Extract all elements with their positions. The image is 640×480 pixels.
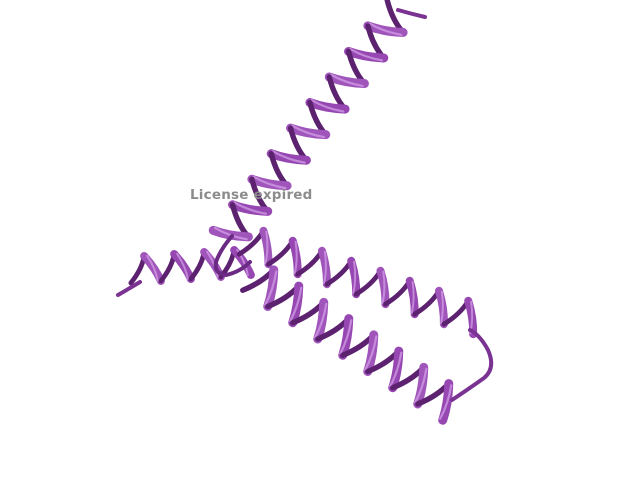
loop-right-turn xyxy=(450,328,494,402)
loop-top-terminus xyxy=(396,8,427,19)
helix-highlight xyxy=(389,351,403,388)
helix-back-strand xyxy=(295,248,325,277)
helix-highlight xyxy=(291,124,326,139)
helix-back-strand xyxy=(265,238,296,267)
helix-highlight xyxy=(352,260,357,295)
loop-junction xyxy=(213,234,252,278)
helix-highlight xyxy=(289,286,303,323)
helix-highlight xyxy=(410,280,415,315)
helix-back-strand xyxy=(158,251,177,284)
helix-highlight xyxy=(252,175,287,190)
loop-n-terminus xyxy=(116,280,142,297)
helix-back-strand xyxy=(382,278,413,307)
helix-3 xyxy=(236,226,478,339)
helix-highlight xyxy=(264,230,269,265)
helix-highlight xyxy=(349,47,384,62)
helix-4 xyxy=(240,265,454,425)
helix-highlight xyxy=(339,319,353,355)
helix-1 xyxy=(208,0,408,242)
helix-2 xyxy=(128,246,255,286)
helix-front-ribbon xyxy=(170,250,195,283)
helix-highlight xyxy=(310,99,345,113)
helix-back-strand xyxy=(412,288,442,317)
helix-front-ribbon xyxy=(140,252,165,285)
helix-highlight xyxy=(329,73,364,88)
helix-highlight xyxy=(364,335,378,371)
helix-highlight xyxy=(439,384,453,420)
helix-back-strand xyxy=(188,249,207,282)
helix-highlight xyxy=(314,302,328,339)
helix-highlight xyxy=(213,226,248,241)
helix-highlight xyxy=(368,22,403,36)
helix-highlight xyxy=(293,240,298,275)
helix-highlight xyxy=(176,252,189,281)
helix-highlight xyxy=(440,290,444,325)
helix-highlight xyxy=(381,270,386,305)
license-watermark: License expired xyxy=(190,187,313,203)
helix-back-strand xyxy=(128,253,147,286)
helix-highlight xyxy=(264,270,278,306)
helix-highlight xyxy=(146,254,159,283)
helix-highlight xyxy=(323,250,327,285)
helix-highlight xyxy=(414,367,428,404)
helix-back-strand xyxy=(353,268,383,297)
helix-back-strand xyxy=(324,258,354,287)
helix-highlight xyxy=(271,150,306,164)
helix-highlight xyxy=(233,201,268,215)
helix-back-strand xyxy=(441,298,471,327)
